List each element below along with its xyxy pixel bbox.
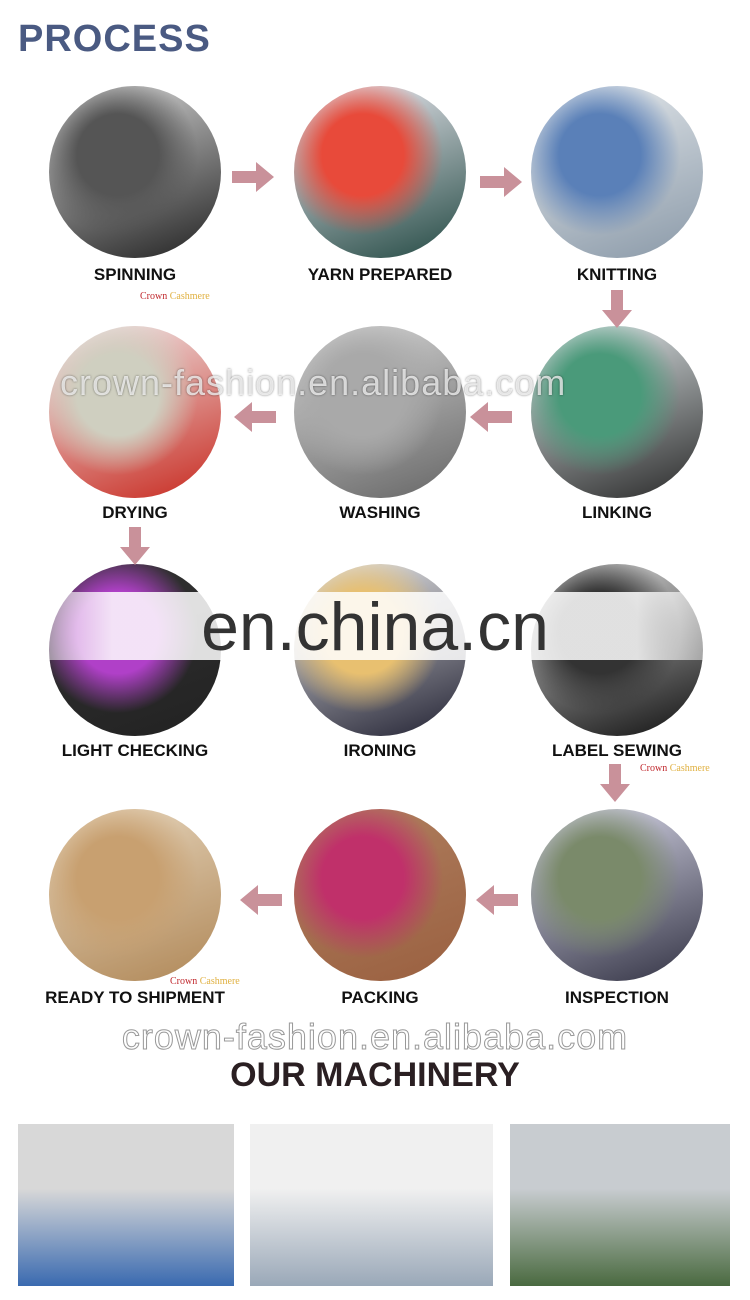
step-label: YARN PREPARED <box>307 265 453 284</box>
step-photo-spinning <box>49 86 221 258</box>
arrow-left-icon <box>240 885 282 915</box>
machinery-title: OUR MACHINERY <box>230 1056 520 1094</box>
step-photo-yarn-prepared <box>294 86 466 258</box>
watermark-china: en.china.cn <box>201 589 549 665</box>
step-label: WASHING <box>339 503 421 522</box>
brand-logo: Crown Cashmere <box>140 291 210 302</box>
step-photo-ready-to-shipment <box>49 809 221 981</box>
step-photo-linking <box>531 326 703 498</box>
step-label: READY TO SHIPMENT <box>45 988 225 1007</box>
arrow-down-icon <box>602 290 632 328</box>
watermark-band <box>0 592 750 660</box>
machinery-photo-production-line <box>510 1124 730 1286</box>
step-label: PACKING <box>341 988 419 1007</box>
step-label: INSPECTION <box>565 988 669 1007</box>
brand-logo: Crown Cashmere <box>170 976 240 987</box>
step-photo-knitting <box>531 86 703 258</box>
step-photo-washing <box>294 326 466 498</box>
arrow-right-icon <box>232 162 274 192</box>
watermark-alibaba-outline: crown-fashion.en.alibaba.com <box>121 1016 629 1058</box>
step-label: LABEL SEWING <box>551 741 683 760</box>
arrow-left-icon <box>476 885 518 915</box>
machinery-photo-knitting-workshop <box>250 1124 493 1286</box>
step-photo-packing <box>294 809 466 981</box>
step-photo-drying <box>49 326 221 498</box>
step-label: IRONING <box>343 741 417 760</box>
step-label: KNITTING <box>576 265 658 284</box>
arrow-down-icon <box>120 527 150 565</box>
page-title: PROCESS <box>18 18 211 60</box>
step-label: DRYING <box>102 503 168 522</box>
machinery-photo-computer-control-panel <box>18 1124 234 1286</box>
arrow-left-icon <box>470 402 512 432</box>
watermark-alibaba: crown-fashion.en.alibaba.com <box>60 362 567 403</box>
arrow-down-icon <box>600 764 630 802</box>
step-label: SPINNING <box>93 265 177 284</box>
step-photo-inspection <box>531 809 703 981</box>
step-label: LIGHT CHECKING <box>61 741 209 760</box>
step-label: LINKING <box>582 503 652 522</box>
arrow-left-icon <box>234 402 276 432</box>
brand-logo: Crown Cashmere <box>640 763 710 774</box>
arrow-right-icon <box>480 167 522 197</box>
